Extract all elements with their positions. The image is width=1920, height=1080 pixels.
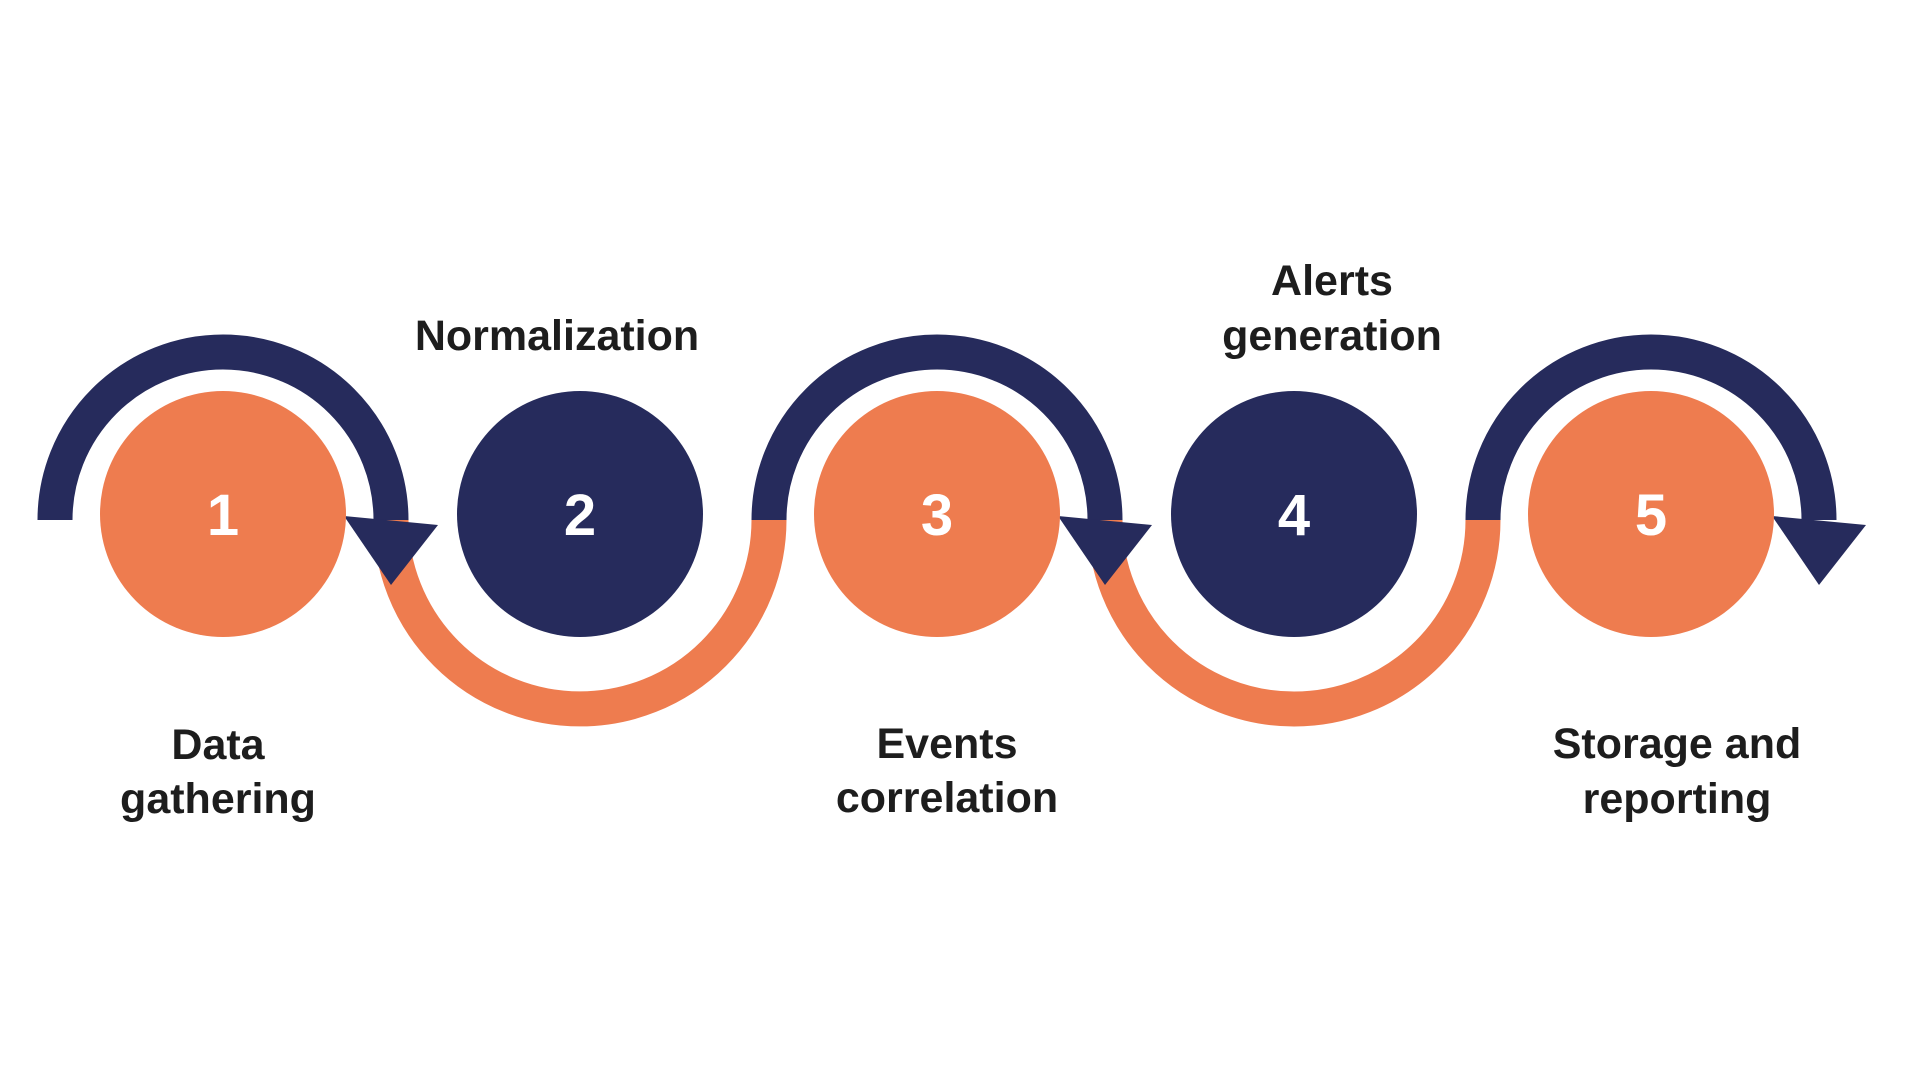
flow-connectors xyxy=(37,334,1866,727)
step-number-1: 1 xyxy=(207,483,239,548)
step-label-4-line-2: generation xyxy=(1222,312,1442,360)
step-circle-2 xyxy=(457,391,703,637)
step-label-3-line-2: correlation xyxy=(836,774,1058,822)
step-labels: Data gathering Normalization Events corr… xyxy=(120,257,1801,823)
flow-arc-under-step-4 xyxy=(1087,519,1501,727)
step-circle-1 xyxy=(100,391,346,637)
step-number-2: 2 xyxy=(564,483,596,548)
step-label-1-line-1: Data xyxy=(171,721,265,769)
flow-arc-over-step-1 xyxy=(37,334,409,521)
step-label-5-line-1: Storage and xyxy=(1553,720,1802,768)
step-label-3-line-1: Events xyxy=(876,720,1017,768)
step-circle-3 xyxy=(814,391,1060,637)
step-circles xyxy=(100,391,1774,637)
arrow-down-icon xyxy=(344,516,438,585)
flow-arc-over-step-3 xyxy=(751,334,1123,521)
step-number-3: 3 xyxy=(921,483,953,548)
step-number-5: 5 xyxy=(1635,483,1667,548)
step-label-5-line-2: reporting xyxy=(1583,775,1772,823)
flow-arc-under-step-2 xyxy=(373,519,787,727)
step-circle-4 xyxy=(1171,391,1417,637)
arrow-down-icon xyxy=(1772,516,1866,585)
step-number-4: 4 xyxy=(1278,483,1310,548)
arrow-down-icon xyxy=(1058,516,1152,585)
step-numbers: 1 2 3 4 5 xyxy=(207,483,1667,548)
step-label-4-line-1: Alerts xyxy=(1271,257,1393,305)
flow-arc-over-step-5 xyxy=(1465,334,1837,521)
step-label-2-line-1: Normalization xyxy=(415,312,699,360)
step-label-1-line-2: gathering xyxy=(120,775,316,823)
step-circle-5 xyxy=(1528,391,1774,637)
